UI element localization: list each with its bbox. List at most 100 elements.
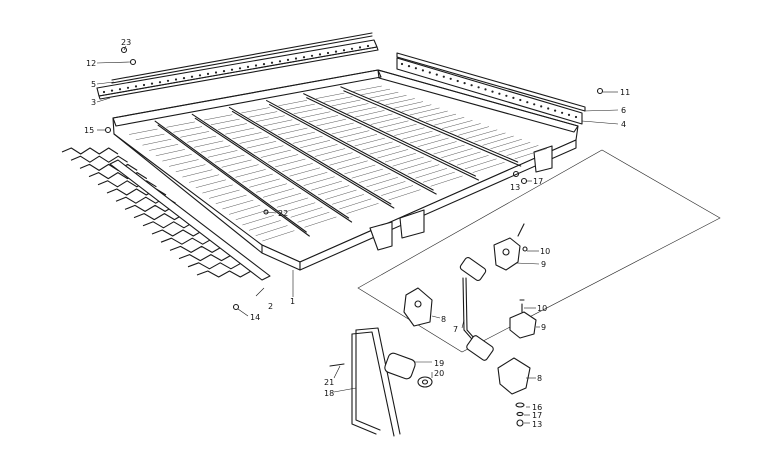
tread-line [256,183,287,193]
tread-line [385,98,415,106]
strip-hole [142,83,146,87]
tread-line [129,128,158,135]
pedal-baseplate-outline [357,149,721,353]
callout-11: 11 [620,88,630,97]
tread-line [458,126,490,136]
tread-line [456,155,489,166]
tread-line [359,172,391,183]
callout-10-upper: 10 [540,247,550,256]
side-strip-hole [512,96,515,99]
side-strip-hole [449,77,452,80]
tread-line [221,159,252,168]
floor-rib [303,93,476,177]
tread-line [514,148,547,160]
floor-rib [191,113,350,219]
tread-line [293,107,323,115]
tread-line [381,185,414,196]
pedal-assembly [403,223,537,427]
tread-line [149,144,179,151]
side-strip-hole [407,65,411,68]
tread-line [393,101,424,109]
tread-line [169,159,199,167]
strip-hole [270,61,274,64]
tread-line [189,174,220,183]
strip-hole [166,79,170,82]
callout-1: 1 [290,297,295,306]
strip-hole [262,63,266,66]
side-strip-hole [540,105,543,108]
strip-hole [334,50,338,53]
side-strip-hole [470,84,473,87]
tread-line [292,135,323,144]
tread-line [195,179,226,188]
callout-18: 18 [324,389,334,398]
strip-hole [198,74,202,77]
tread-line [472,161,505,173]
tread-line [194,140,224,148]
strip-hole [102,90,106,94]
callout-9-upper: 9 [541,260,546,269]
floor-rib-edge [194,117,353,223]
front-trim-strip [96,39,379,100]
tread-line [241,107,270,114]
tread-line [209,189,240,199]
tread-line [289,167,321,177]
tread-line [142,138,172,146]
side-strip-hole [484,88,487,91]
tread-line [370,117,401,125]
strip-hole [110,89,114,92]
tread-line [490,138,522,150]
tread-line [417,137,449,147]
tread-line [175,164,206,173]
tread-line [228,164,259,173]
tread-line [369,91,399,99]
tread-line [323,96,353,103]
side-strip-hole [463,82,466,85]
callout-16: 16 [532,403,542,412]
strip-hole [118,88,122,91]
strip-hole [254,64,258,67]
side-strip-hole [435,73,438,76]
tread-line [425,141,457,151]
callout-22: 22 [278,209,288,218]
strip-hole [134,85,138,88]
strip-hole [350,47,354,50]
tread-line [377,149,409,159]
tread-line [207,150,238,158]
tread-line [361,88,391,96]
tread-line [400,160,432,171]
tread-line [388,189,421,201]
tread-line [155,149,185,157]
side-strip-hole [491,90,494,93]
tread-line [253,145,284,154]
tread-line [162,154,192,162]
tread-line [450,123,481,133]
side-strip-hole [414,67,417,70]
tread-line [355,110,385,118]
tread-line [325,189,357,200]
callout-3: 3 [91,98,96,107]
tread-line [331,99,361,107]
side-strip-hole [519,98,522,102]
callout-2: 2 [268,302,273,311]
strip-hole [246,65,250,68]
tread-line [180,131,210,138]
side-strip-hole [421,69,424,72]
tread-line [466,129,498,139]
tread-line [415,168,448,179]
tread-line [324,122,354,131]
tread-line [301,111,331,119]
tread-line [378,120,409,129]
callout-8-lower: 8 [537,374,542,383]
strip-hole [190,75,194,78]
tread-line [232,132,262,140]
tread-line [239,136,269,144]
floor-tray [112,69,579,271]
callout-23: 23 [121,38,131,47]
upper-rail [111,32,373,84]
tread-line [182,169,213,178]
floor-rib [228,106,392,205]
tread-line [297,211,330,223]
strip-hole [342,49,346,52]
tread-line [310,180,342,191]
